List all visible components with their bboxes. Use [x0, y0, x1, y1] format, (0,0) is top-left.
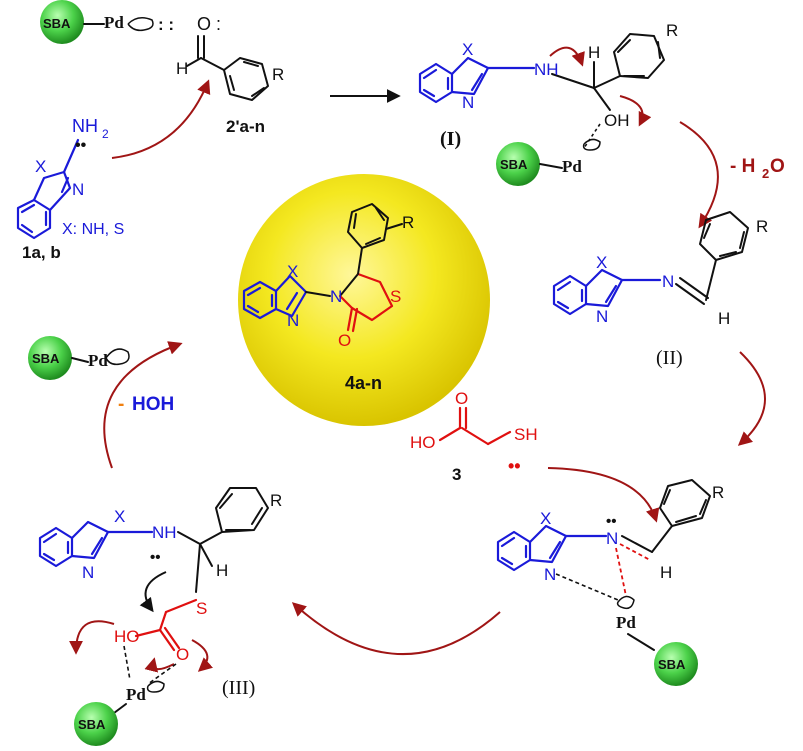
i-n-label: N — [462, 93, 474, 112]
i-h-label: H — [588, 43, 600, 62]
iii-ring-arrow — [144, 657, 175, 673]
acid-compound-label: 3 — [452, 465, 461, 484]
sba-sphere-top-left — [40, 0, 84, 44]
aldehyde-r-label: R — [272, 65, 284, 84]
pd-label-4: Pd — [126, 685, 146, 704]
amino-lone-pair: •• — [75, 137, 87, 154]
aldehyde-o-label: O : — [197, 14, 221, 34]
amino-nh2-subscript: 2 — [102, 127, 109, 141]
pd-imine-structure — [496, 479, 711, 572]
pdimine-x-label: X — [540, 509, 551, 528]
iii-h-label: H — [216, 561, 228, 580]
iii-carbonyl-arrow — [191, 639, 214, 672]
i-nh-label: NH — [534, 60, 559, 79]
sba-sphere-left — [28, 336, 72, 380]
pd-label-3: Pd — [616, 613, 636, 632]
product-compound-label: 4a-n — [345, 373, 382, 393]
ii-n1-label: N — [596, 307, 608, 326]
intermediate-iii-label: (III) — [222, 677, 255, 699]
product-x-label: X — [287, 262, 298, 281]
hoh-loss-minus: - — [118, 394, 124, 415]
pdimine-n-lone-pair: •• — [606, 513, 617, 530]
ii-to-iii-arrow — [737, 351, 766, 446]
intermediate-ii-structure — [552, 211, 749, 316]
sba-sphere-bottom-left — [74, 702, 118, 746]
product-structure-4a-n — [242, 203, 403, 333]
amino-x-label: X — [35, 157, 46, 176]
ii-x-label: X — [596, 253, 607, 272]
iii-r-label: R — [270, 491, 282, 510]
iii-s-label: S — [196, 599, 207, 618]
i-electron-arrow-2 — [619, 95, 652, 127]
sba-sphere-i — [496, 142, 540, 186]
sba-label-1: SBA — [43, 16, 71, 31]
aminobenzazole-structure — [16, 138, 80, 240]
iii-ho-label: HO — [114, 627, 140, 646]
aminobenzazole-compound-label: 1a, b — [22, 243, 61, 262]
water-loss-subscript: 2 — [762, 166, 769, 181]
ii-h-label: H — [718, 309, 730, 328]
aldehyde-h-label: H — [176, 59, 188, 78]
ii-n2-label: N — [662, 272, 674, 291]
ii-r-label: R — [756, 217, 768, 236]
acid-s-lone-pair: •• — [508, 456, 521, 476]
pdimine-n1-label: N — [544, 565, 556, 584]
pd-label-1: Pd — [104, 13, 124, 32]
water-loss-arrow — [679, 121, 719, 229]
intermediate-i-structure — [418, 33, 665, 111]
intermediate-ii-label: (II) — [656, 347, 683, 369]
product-n2-label: N — [330, 287, 342, 306]
product-s-label: S — [390, 287, 401, 306]
iii-x-label: X — [114, 507, 125, 526]
catalyst-regeneration-arrow — [103, 341, 183, 469]
i-electron-arrow-1 — [549, 46, 585, 67]
iii-o-label: O — [176, 645, 189, 664]
iii-electron-arrow — [139, 571, 167, 613]
i-r-label: R — [666, 21, 678, 40]
x-definition-label: X: NH, S — [62, 221, 124, 238]
hoh-loss-label: HOH — [132, 394, 174, 415]
acid-o-label: O — [455, 389, 468, 408]
aldehyde-structure — [186, 35, 269, 101]
pd-label-5: Pd — [88, 351, 108, 370]
product-sphere — [238, 174, 490, 426]
i-oh-label: OH — [604, 111, 630, 130]
sba-label-3: SBA — [658, 657, 686, 672]
sba-label-2: SBA — [500, 157, 528, 172]
pd-dots-label: : : — [158, 15, 174, 34]
product-r-label: R — [402, 213, 414, 232]
iii-proton-arrow — [69, 620, 115, 655]
iii-n-lone-pair: •• — [150, 549, 161, 566]
sba-label-5: SBA — [32, 351, 60, 366]
to-iii-arrow — [291, 602, 501, 655]
sba-label-4: SBA — [78, 717, 106, 732]
thiol-attack-arrow — [547, 467, 660, 523]
acid-sh-label: SH — [514, 425, 538, 444]
water-loss-minus-h: - H — [730, 156, 755, 177]
amino-nh2-label: NH — [72, 116, 98, 136]
nucleophilic-attack-arrow — [111, 79, 211, 159]
aldehyde-compound-label: 2'a-n — [226, 117, 265, 136]
i-x-label: X — [462, 40, 473, 59]
iii-nh-label: NH — [152, 523, 177, 542]
pdimine-r-label: R — [712, 483, 724, 502]
amino-n-label: N — [72, 180, 84, 199]
pd-label-2: Pd — [562, 157, 582, 176]
water-loss-o: O — [770, 156, 785, 177]
intermediate-iii-structure — [38, 487, 269, 652]
mercaptoacetic-acid-structure — [438, 406, 512, 446]
iii-n-label: N — [82, 563, 94, 582]
product-n1-label: N — [287, 311, 299, 330]
pdimine-h-label: H — [660, 563, 672, 582]
intermediate-i-label: (I) — [440, 128, 461, 150]
sba-sphere-bottom-right — [654, 642, 698, 686]
pdimine-n2-label: N — [606, 529, 618, 548]
acid-ho-label: HO — [410, 433, 436, 452]
product-o-label: O — [338, 331, 351, 350]
